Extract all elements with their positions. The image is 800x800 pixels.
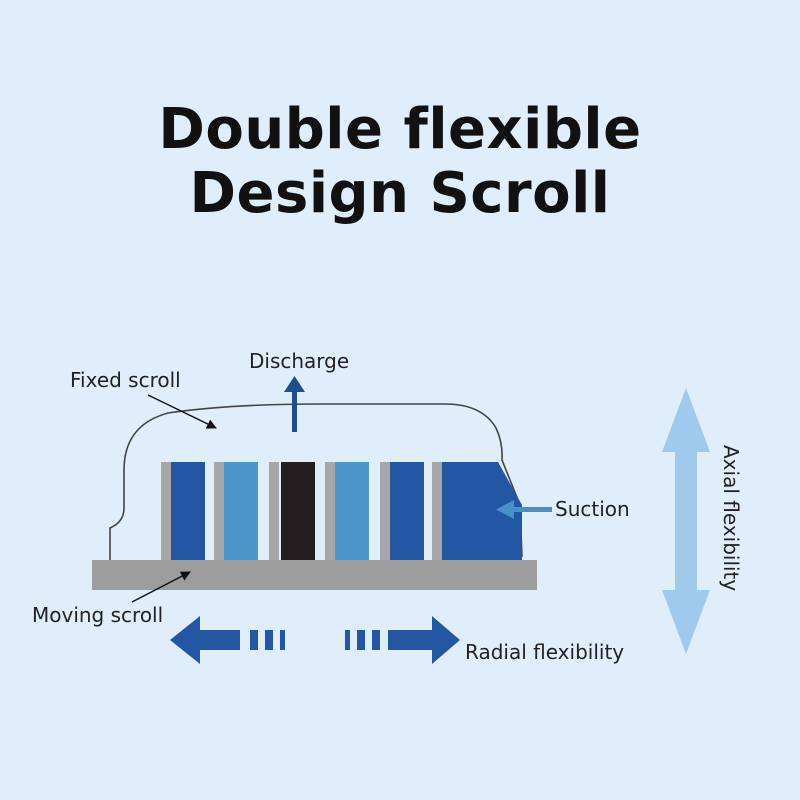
fixed-scroll-leader	[147, 394, 217, 429]
moving-scroll-plate	[92, 560, 537, 590]
axial-flexibility-label: Axial flexibility	[719, 445, 743, 591]
fixed-scroll-label: Fixed scroll	[70, 368, 181, 392]
radial-flexibility-label: Radial flexibility	[465, 640, 624, 664]
discharge-label: Discharge	[249, 349, 349, 373]
title-line-2: Design Scroll	[189, 161, 611, 226]
scroll-wraps	[161, 462, 522, 560]
suction-label: Suction	[555, 497, 630, 521]
title-line-1: Double flexible	[158, 97, 642, 162]
moving-scroll-leader	[131, 571, 191, 603]
moving-scroll-label: Moving scroll	[32, 603, 163, 627]
suction-arrow	[496, 500, 552, 519]
radial-arrow-left	[170, 616, 285, 664]
fixed-scroll-outline	[109, 403, 523, 560]
axial-double-arrow	[662, 388, 710, 654]
discharge-arrow	[284, 376, 305, 432]
radial-arrow-right	[345, 616, 460, 664]
